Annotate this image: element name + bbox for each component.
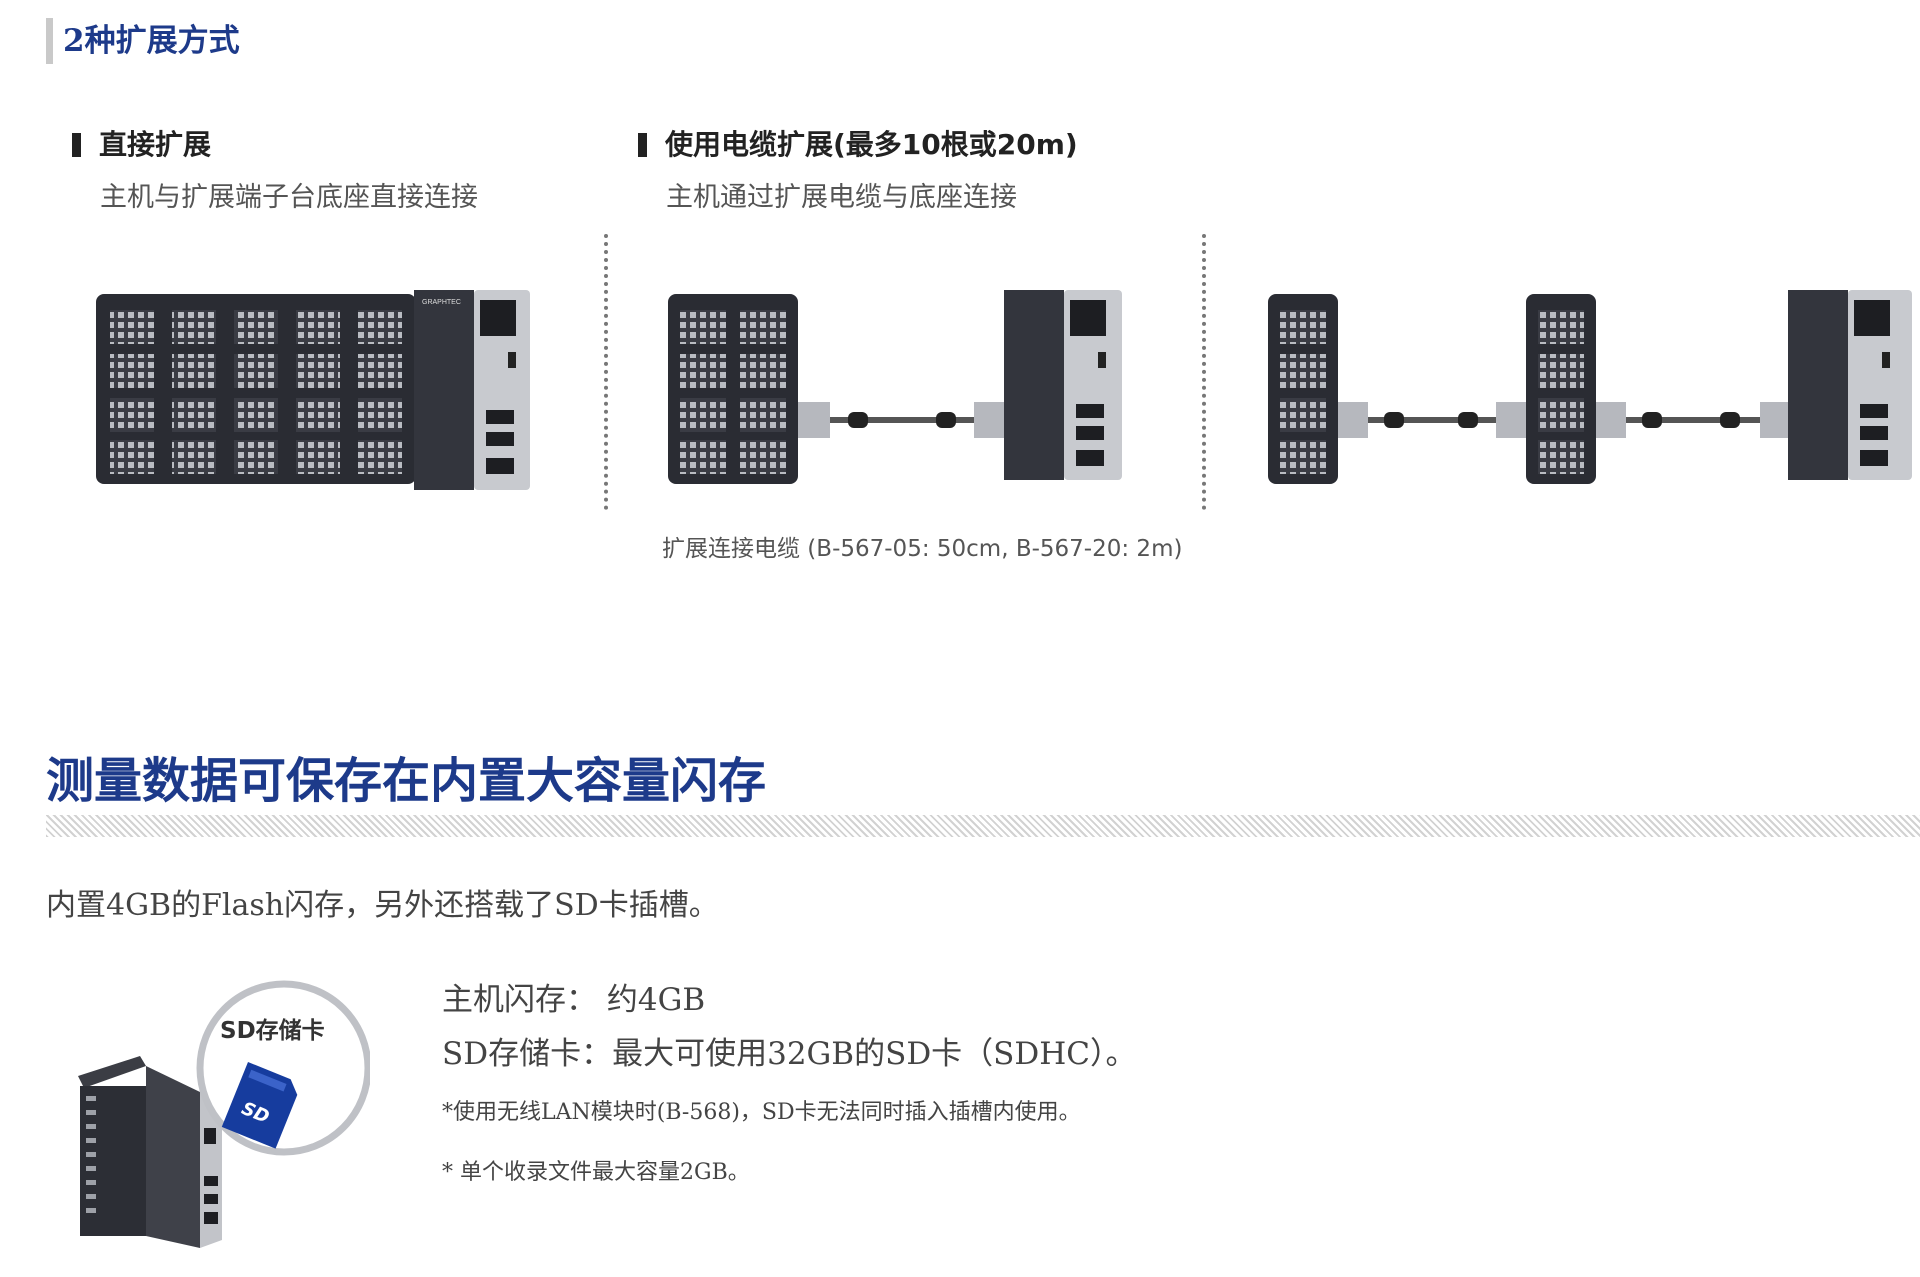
- cable-expansion-heading-text: 使用电缆扩展(最多10根或20m): [665, 128, 1078, 161]
- expansion-cable: [1596, 402, 1790, 438]
- terminal-modules: [668, 294, 798, 484]
- direct-expansion-subtitle: 主机与扩展端子台底座直接连接: [100, 182, 478, 213]
- section-title: 2种扩展方式: [46, 18, 240, 64]
- terminal-module-middle: [1526, 294, 1596, 484]
- cable-expansion-image-2: [1268, 290, 1912, 484]
- dotted-divider: [604, 234, 608, 510]
- cable-expansion-heading: 使用电缆扩展(最多10根或20m): [638, 127, 1078, 163]
- cable-expansion-subtitle: 主机通过扩展电缆与底座连接: [666, 182, 1017, 213]
- direct-expansion-image: GRAPHTEC: [96, 290, 530, 490]
- dotted-divider: [1202, 234, 1206, 510]
- memory-intro: 内置4GB的Flash闪存，另外还搭载了SD卡插槽。: [46, 888, 719, 923]
- note-wireless-lan: *使用无线LAN模块时(B-568)，SD卡无法同时插入插槽内使用。: [442, 1100, 1081, 1125]
- sd-card-illustration: SD存储卡 SD: [78, 980, 370, 1248]
- main-unit: [1004, 290, 1122, 480]
- terminal-module-left: [1268, 294, 1338, 484]
- expansion-cable: [1338, 402, 1526, 438]
- terminal-modules: [96, 294, 416, 484]
- main-unit: [1788, 290, 1912, 480]
- direct-expansion-heading: 直接扩展: [72, 127, 211, 163]
- cable-expansion-image-1: [668, 290, 1122, 484]
- sd-badge-label: SD存储卡: [220, 1017, 325, 1044]
- hatched-divider: [46, 815, 1920, 837]
- sd-card-icon: SD: [221, 1062, 298, 1149]
- brand-label: GRAPHTEC: [422, 299, 461, 306]
- direct-expansion-heading-text: 直接扩展: [99, 128, 212, 161]
- expansion-cable: [798, 402, 1006, 438]
- spec-flash-memory: 主机闪存： 约4GB: [442, 982, 706, 1018]
- cable-caption: 扩展连接电缆 (B-567-05: 50cm, B-567-20: 2m): [662, 536, 1183, 562]
- logger-device: [78, 1056, 222, 1248]
- heading-bar-icon: [72, 133, 81, 157]
- main-unit: GRAPHTEC: [414, 290, 530, 490]
- spec-sd-card: SD存储卡：最大可使用32GB的SD卡（SDHC）。: [442, 1036, 1137, 1072]
- memory-heading: 测量数据可保存在内置大容量闪存: [46, 753, 767, 809]
- heading-bar-icon: [638, 133, 647, 157]
- note-file-size: * 单个收录文件最大容量2GB。: [442, 1160, 750, 1185]
